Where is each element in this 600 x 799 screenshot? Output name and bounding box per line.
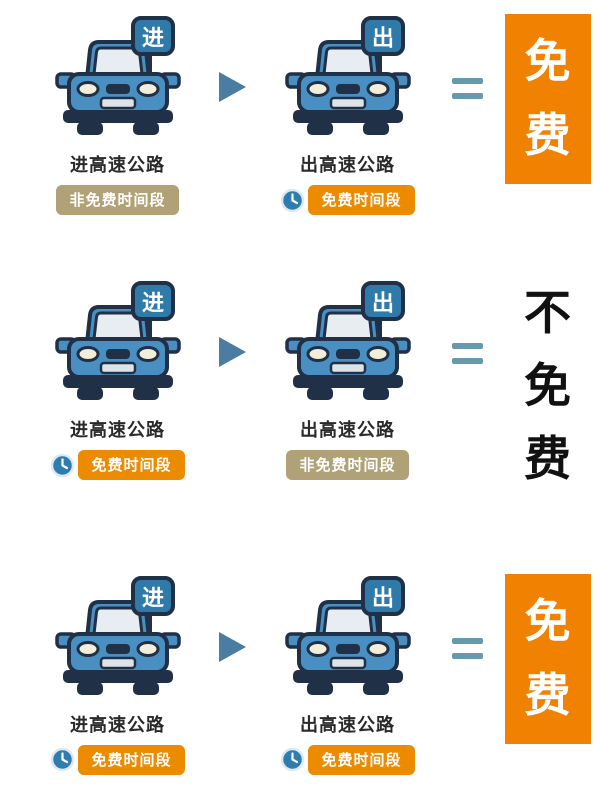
entry-exit-flag: 出: [371, 585, 393, 610]
equals-bar: [452, 78, 483, 84]
clock-icon: [281, 747, 305, 772]
row-3: 进 进高速公路 免费时间段 出 出高速公路 免费时间段: [0, 573, 600, 775]
row3-exit-group: 出 出高速公路 免费时间段: [255, 574, 440, 775]
equals-column: [440, 14, 495, 99]
entry-exit-flag: 出: [371, 291, 393, 316]
equals-icon: [452, 343, 483, 364]
row2-enter-group: 进 进高速公路 免费时间段: [25, 279, 210, 480]
result-text: 免费: [524, 35, 571, 161]
clock-icon: [51, 453, 75, 477]
equals-icon: [452, 78, 483, 99]
arrow-right-icon: [219, 72, 246, 102]
arrow-column: [210, 574, 255, 662]
arrow-column: [210, 279, 255, 367]
car-label: 进高速公路: [70, 155, 165, 175]
time-period-badge: 非免费时间段: [56, 185, 179, 215]
equals-column: [440, 574, 495, 659]
car-icon: 出: [284, 16, 411, 137]
car-label: 出高速公路: [300, 714, 395, 735]
badge-row: 非免费时间段: [56, 185, 179, 215]
row-2: 进 进高速公路 免费时间段 出 出高速公路 非免费时间段: [0, 279, 600, 496]
arrow-column: [210, 14, 255, 102]
car-label: 出高速公路: [300, 420, 395, 440]
entry-exit-flag: 进: [141, 26, 163, 51]
equals-bar: [452, 93, 483, 99]
car-icon: 出: [284, 575, 411, 697]
equals-bar: [452, 637, 483, 644]
result-free-box: 免费: [504, 573, 591, 744]
time-period-badge: 非免费时间段: [286, 450, 409, 480]
row1-exit-group: 出 出高速公路 免费时间段: [255, 14, 440, 215]
result-column: 免费: [495, 14, 600, 184]
time-period-badge: 免费时间段: [308, 744, 415, 775]
car-icon: 进: [54, 575, 181, 697]
result-text: 免费: [524, 594, 571, 721]
arrow-right-icon: [219, 631, 246, 662]
car-label: 出高速公路: [300, 155, 395, 175]
row-1: 进 进高速公路 非免费时间段 出 出高速公路 免费时间段: [0, 14, 600, 215]
clock-icon: [51, 747, 75, 772]
entry-exit-flag: 进: [141, 585, 163, 610]
entry-exit-flag: 出: [371, 26, 393, 51]
result-text: 不免费: [524, 286, 571, 485]
entry-exit-flag: 进: [141, 291, 163, 316]
equals-bar: [452, 358, 483, 364]
badge-row: 免费时间段: [50, 744, 185, 775]
row3-enter-group: 进 进高速公路 免费时间段: [25, 574, 210, 775]
result-free-box: 免费: [504, 14, 591, 184]
car-icon: 进: [54, 281, 181, 402]
badge-row: 免费时间段: [50, 450, 185, 480]
time-period-badge: 免费时间段: [78, 744, 185, 775]
equals-bar: [452, 652, 483, 659]
car-label: 进高速公路: [70, 714, 165, 735]
result-column: 不免费: [495, 279, 600, 496]
car-icon: 进: [54, 16, 181, 137]
equals-icon: [452, 637, 483, 659]
time-period-badge: 免费时间段: [78, 450, 185, 480]
result-notfree-text: 不免费: [522, 277, 574, 496]
time-period-badge: 免费时间段: [308, 185, 415, 215]
equals-bar: [452, 343, 483, 349]
row1-enter-group: 进 进高速公路 非免费时间段: [25, 14, 210, 215]
clock-icon: [281, 188, 305, 212]
car-label: 进高速公路: [70, 420, 165, 440]
arrow-right-icon: [219, 337, 246, 367]
car-icon: 出: [284, 281, 411, 402]
result-column: 免费: [495, 573, 600, 744]
badge-row: 免费时间段: [280, 185, 415, 215]
badge-row: 免费时间段: [280, 744, 415, 775]
row2-exit-group: 出 出高速公路 非免费时间段: [255, 279, 440, 480]
badge-row: 非免费时间段: [286, 450, 409, 480]
equals-column: [440, 279, 495, 364]
